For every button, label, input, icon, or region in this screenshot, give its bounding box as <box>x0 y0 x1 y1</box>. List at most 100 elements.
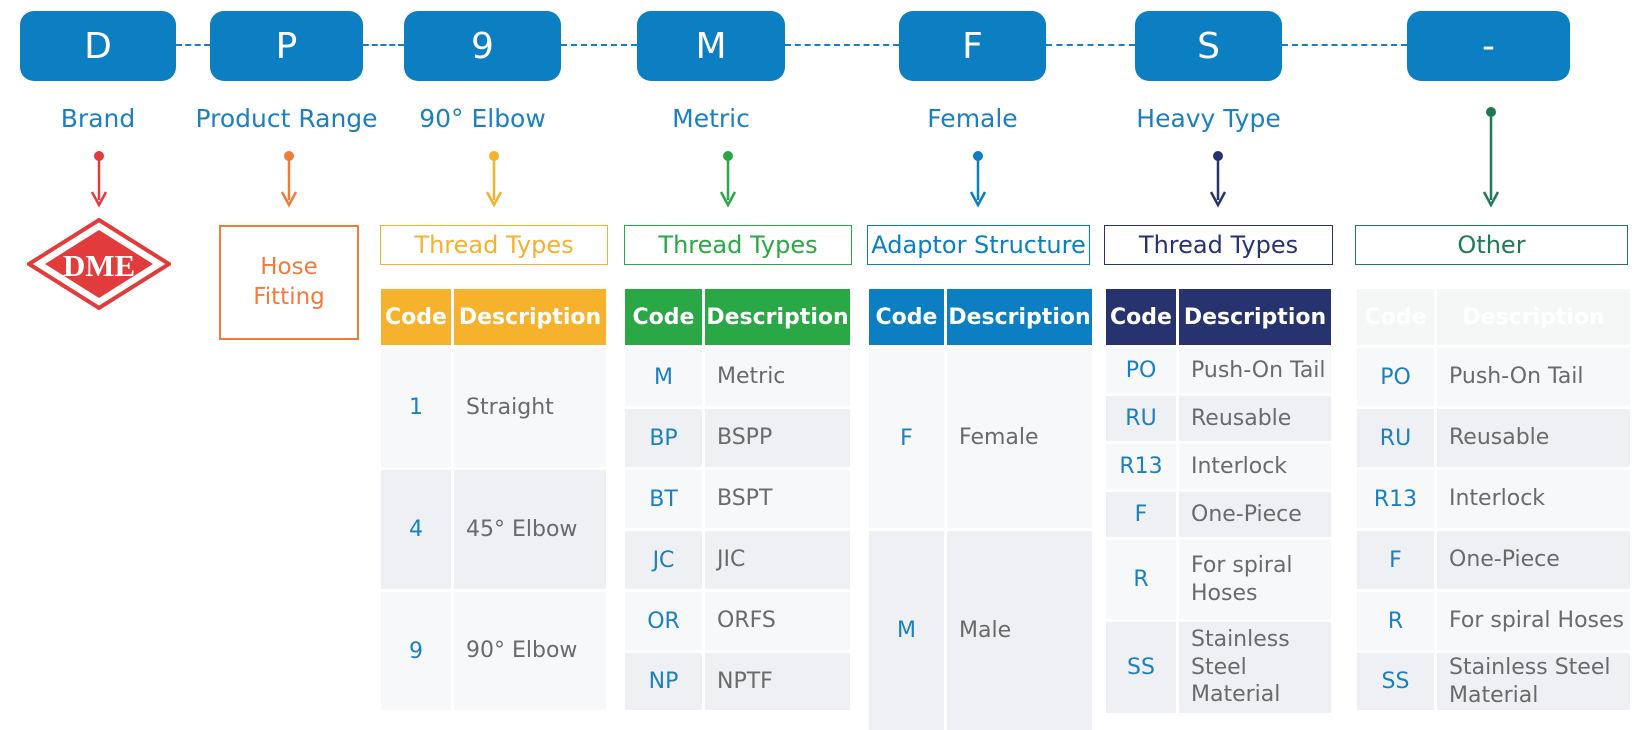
table-cell-description: 90° Elbow <box>454 592 606 710</box>
header-code: Code <box>869 289 944 345</box>
header-code: Code <box>1357 289 1434 345</box>
table-cell-description: BSPP <box>705 409 850 467</box>
table-cell-code: R <box>1106 540 1176 619</box>
arrow-metric <box>719 151 737 208</box>
table-cell-description: Female <box>947 348 1092 528</box>
table-cell-code: M <box>869 531 944 730</box>
table-cell-code: 4 <box>381 470 451 589</box>
table-cell-code: 9 <box>381 592 451 710</box>
table-cell-description: Reusable <box>1437 409 1630 467</box>
arrow-female <box>969 151 987 208</box>
arrow-other <box>1482 107 1500 208</box>
logo-text: DME <box>63 248 135 283</box>
table-other: Code Description PO Push-On Tail RU Reus… <box>1357 289 1630 710</box>
table-cell-code: R13 <box>1106 444 1176 489</box>
category-thread-types-elbow: Thread Types <box>380 225 608 265</box>
connector-line <box>561 44 637 46</box>
header-description: Description <box>947 289 1092 345</box>
code-box-brand: D <box>20 11 176 81</box>
table-cell-description: Male <box>947 531 1092 730</box>
desc-line: For spiral <box>1191 553 1293 578</box>
arrow-elbow <box>485 151 503 208</box>
table-cell-description: Push-On Tail <box>1179 348 1331 393</box>
table-heavy: Code Description PO Push-On Tail RU Reus… <box>1106 289 1331 713</box>
code-box-metric: M <box>637 11 785 81</box>
table-cell-code: BT <box>625 470 702 528</box>
header-code: Code <box>1106 289 1176 345</box>
header-code: Code <box>625 289 702 345</box>
table-cell-code: F <box>1357 531 1434 589</box>
table-cell-description: Metric <box>705 348 850 406</box>
code-box-heavy-type: S <box>1135 11 1282 81</box>
desc-line: Material <box>1191 682 1281 708</box>
table-elbow: Code Description 1 Straight 4 45° Elbow … <box>381 289 606 710</box>
header-description: Description <box>1437 289 1630 345</box>
code-box-female: F <box>899 11 1046 81</box>
table-cell-code: SS <box>1357 653 1434 710</box>
arrow-product-range <box>280 151 298 208</box>
desc-line: Hoses <box>1191 580 1258 606</box>
table-metric: Code Description M Metric BP BSPP BT BSP… <box>625 289 850 710</box>
header-description: Description <box>454 289 606 345</box>
desc-line: Steel <box>1191 654 1247 680</box>
table-cell-description: BSPT <box>705 470 850 528</box>
arrow-brand <box>90 151 108 208</box>
code-box-other: - <box>1407 11 1570 81</box>
table-cell-description: NPTF <box>705 653 850 710</box>
table-cell-code: PO <box>1357 348 1434 406</box>
table-cell-description: Interlock <box>1437 470 1630 528</box>
table-cell-description: JIC <box>705 531 850 589</box>
connector-line <box>1046 44 1135 46</box>
dme-diamond-logo: DME <box>27 218 171 310</box>
table-cell-description: One-Piece <box>1179 492 1331 537</box>
label-metric: Metric <box>672 103 750 133</box>
table-cell-code: NP <box>625 653 702 710</box>
connector-line <box>363 44 404 46</box>
category-adaptor-structure: Adaptor Structure <box>867 225 1090 265</box>
table-cell-code: RU <box>1357 409 1434 467</box>
label-heavy-type: Heavy Type <box>1136 103 1281 133</box>
table-cell-code: F <box>1106 492 1176 537</box>
table-cell-code: M <box>625 348 702 406</box>
arrow-heavy-type <box>1209 151 1227 208</box>
table-cell-description: Straight <box>454 348 606 467</box>
table-cell-description: Interlock <box>1179 444 1331 489</box>
header-description: Description <box>705 289 850 345</box>
table-cell-description: Reusable <box>1179 396 1331 441</box>
category-thread-types-heavy: Thread Types <box>1104 225 1333 265</box>
product-range-line-2: Fitting <box>253 283 325 310</box>
table-cell-description: One-Piece <box>1437 531 1630 589</box>
header-code: Code <box>381 289 451 345</box>
table-cell-description: For spiral Hoses <box>1437 592 1630 650</box>
connector-line <box>785 44 899 46</box>
table-cell-description: 45° Elbow <box>454 470 606 589</box>
table-cell-code: JC <box>625 531 702 589</box>
table-adaptor: Code Description F Female M Male <box>869 289 1092 730</box>
desc-line: Stainless Steel <box>1449 655 1611 680</box>
label-product-range: Product Range <box>195 103 378 133</box>
table-cell-code: SS <box>1106 622 1176 713</box>
table-cell-description: Push-On Tail <box>1437 348 1630 406</box>
header-description: Description <box>1179 289 1331 345</box>
label-female: Female <box>927 103 1018 133</box>
product-range-line-1: Hose <box>260 253 318 280</box>
label-brand: Brand <box>60 103 136 133</box>
table-cell-code: 1 <box>381 348 451 467</box>
code-box-elbow: 9 <box>404 11 561 81</box>
table-cell-code: PO <box>1106 348 1176 393</box>
desc-line: Material <box>1449 682 1539 708</box>
label-elbow: 90° Elbow <box>419 103 546 133</box>
connector-line <box>1282 44 1407 46</box>
table-cell-code: BP <box>625 409 702 467</box>
category-thread-types-metric: Thread Types <box>624 225 852 265</box>
table-cell-code: F <box>869 348 944 528</box>
table-cell-code: R <box>1357 592 1434 650</box>
connector-line <box>176 44 210 46</box>
table-cell-code: R13 <box>1357 470 1434 528</box>
table-cell-code: OR <box>625 592 702 650</box>
code-box-product-range: P <box>210 11 363 81</box>
